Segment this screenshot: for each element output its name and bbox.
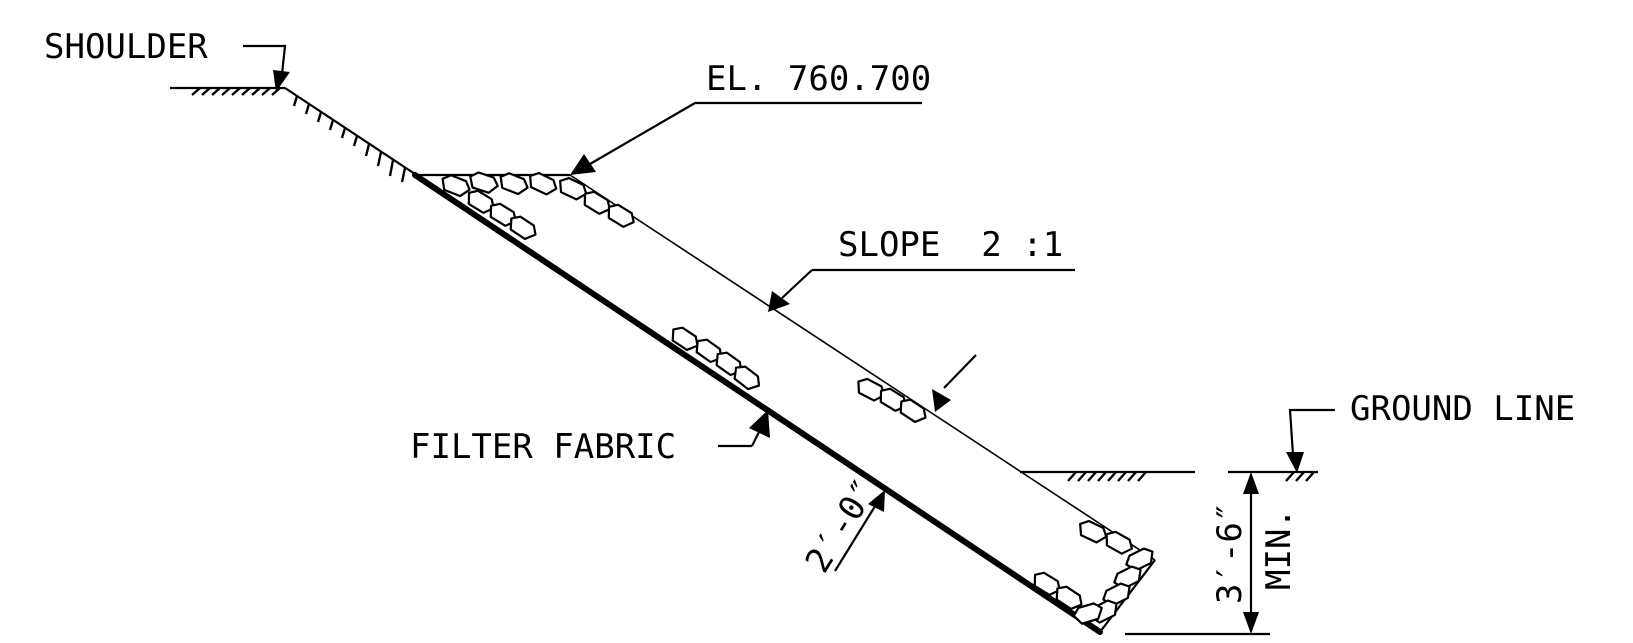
shoulder-label: SHOULDER — [44, 27, 208, 67]
depth-arrowhead-bottom — [1243, 612, 1259, 634]
thickness-dimension — [834, 354, 977, 572]
embankment-slope-hatching — [292, 95, 407, 183]
ground-line-label: GROUND LINE — [1350, 389, 1575, 429]
depth-label: 3′-6″ — [1210, 502, 1250, 604]
shoulder-hatching — [191, 87, 281, 96]
ground-line — [1020, 470, 1318, 482]
elevation-leader — [570, 101, 922, 175]
elevation-arrowhead — [570, 154, 596, 175]
shoulder-ground — [170, 86, 419, 183]
riprap-rocks — [441, 171, 1154, 625]
riprap-surface-line — [569, 174, 1156, 561]
elevation-label: EL. 760.700 — [706, 59, 931, 99]
slope-arrowhead — [768, 291, 790, 312]
filter-fabric-arrowhead — [749, 410, 770, 438]
ground-line-arrowhead — [1286, 452, 1304, 473]
shoulder-leader — [243, 44, 290, 92]
depth-min-label: MIN. — [1259, 508, 1299, 590]
ground-line-leader — [1286, 408, 1335, 473]
filter-fabric-label: FILTER FABRIC — [410, 427, 676, 467]
thickness-arrowhead-upper — [932, 389, 951, 412]
thickness-arrowhead-lower — [868, 490, 885, 512]
thickness-label: 2′-0″ — [798, 472, 886, 580]
depth-dimension — [1125, 472, 1270, 636]
shoulder-arrowhead — [273, 70, 290, 92]
depth-arrowhead-top — [1243, 472, 1259, 494]
filter-fabric-line — [412, 172, 1103, 635]
slope-leader — [768, 268, 1075, 312]
slope-label: SLOPE 2 :1 — [838, 225, 1063, 265]
ground-line-hatching — [1067, 471, 1315, 482]
filter-fabric-leader — [718, 410, 770, 448]
